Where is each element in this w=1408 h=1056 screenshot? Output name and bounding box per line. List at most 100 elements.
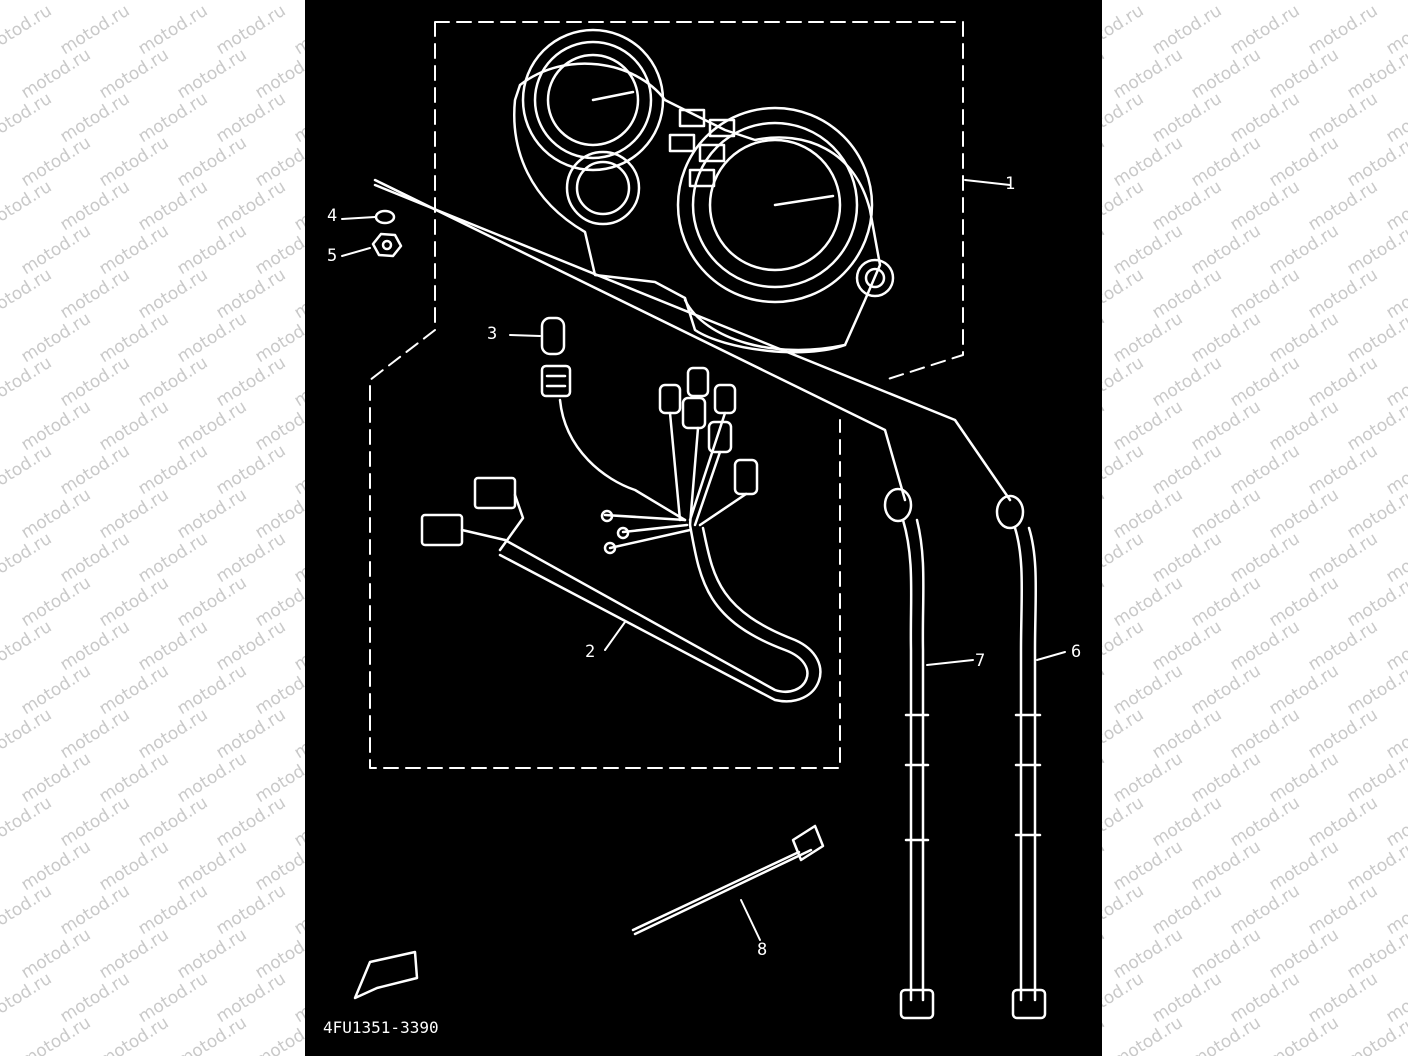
callout-6: 6 (1071, 642, 1082, 662)
figure-code: 4FU1351-3390 (323, 1018, 439, 1037)
watermark-text: motod.ru (0, 0, 56, 60)
watermark-text: motod.ru (1226, 968, 1304, 1028)
watermark-text: motod.ru (56, 440, 134, 500)
watermark-text: motod.ru (1226, 440, 1304, 500)
watermark-text: motod.ru (1343, 660, 1408, 720)
watermark-text: motod.ru (1304, 968, 1382, 1028)
watermark-text: motod.ru (1109, 308, 1187, 368)
watermark-text: motod.ru (134, 792, 212, 852)
watermark-text: motod.ru (95, 220, 173, 280)
watermark-text: motod.ru (17, 924, 95, 984)
watermark-text: motod.ru (1109, 660, 1187, 720)
watermark-text: motod.ru (56, 264, 134, 324)
watermark-text: motod.ru (1304, 440, 1382, 500)
watermark-text: motod.ru (1343, 924, 1408, 984)
watermark-text: motod.ru (1109, 484, 1187, 544)
watermark-text: motod.ru (1304, 0, 1382, 60)
watermark-text: motod.ru (1148, 0, 1226, 60)
parts-diagram (341, 21, 1066, 1020)
watermark-text: motod.ru (1148, 176, 1226, 236)
callout-2: 2 (585, 642, 596, 662)
watermark-text: motod.ru (17, 660, 95, 720)
watermark-text: motod.ru (1226, 0, 1304, 60)
watermark-text: motod.ru (95, 572, 173, 632)
watermark-text: motod.ru (1265, 924, 1343, 984)
watermark-text: motod.ru (212, 616, 290, 676)
watermark-text: motod.ru (95, 132, 173, 192)
watermark-text: motod.ru (56, 880, 134, 940)
watermark-text: motod.ru (1148, 792, 1226, 852)
watermark-text: motod.ru (95, 836, 173, 896)
watermark-text: motod.ru (1148, 88, 1226, 148)
watermark-text: motod.ru (1226, 264, 1304, 324)
watermark-text: motod.ru (212, 0, 290, 60)
watermark-text: motod.ru (212, 176, 290, 236)
watermark-text: motod.ru (1265, 396, 1343, 456)
watermark-text: motod.ru (134, 176, 212, 236)
watermark-text: motod.ru (1226, 880, 1304, 940)
watermark-text: motod.ru (134, 352, 212, 412)
watermark-text: motod.ru (1148, 704, 1226, 764)
watermark-text: motod.ru (56, 352, 134, 412)
watermark-text: motod.ru (173, 132, 251, 192)
watermark-text: motod.ru (1304, 352, 1382, 412)
watermark-text: motod.ru (1109, 1012, 1187, 1056)
watermark-text: motod.ru (173, 308, 251, 368)
watermark-text: motod.ru (1109, 132, 1187, 192)
washer-part (374, 209, 396, 225)
watermark-text: motod.ru (1304, 88, 1382, 148)
watermark-text: motod.ru (1148, 264, 1226, 324)
watermark-text: motod.ru (1304, 616, 1382, 676)
watermark-text: motod.ru (1343, 836, 1408, 896)
watermark-text: motod.ru (173, 44, 251, 104)
watermark-text: motod.ru (1148, 528, 1226, 588)
watermark-text: motod.ru (134, 264, 212, 324)
watermark-text: motod.ru (17, 572, 95, 632)
watermark-text: motod.ru (173, 836, 251, 896)
watermark-text: motod.ru (173, 396, 251, 456)
watermark-text: motod.ru (1187, 572, 1265, 632)
watermark-text: motod.ru (56, 176, 134, 236)
watermark-text: motod.ru (1343, 396, 1408, 456)
watermark-text: motod.ru (17, 484, 95, 544)
watermark-text: motod.ru (173, 220, 251, 280)
watermark-text: motod.ru (134, 616, 212, 676)
watermark-text: motod.ru (1148, 440, 1226, 500)
watermark-text: motod.ru (1148, 616, 1226, 676)
watermark-text: motod.ru (1304, 792, 1382, 852)
callout-4: 4 (327, 206, 338, 226)
watermark-text: motod.ru (1187, 132, 1265, 192)
watermark-text: motod.ru (56, 968, 134, 1028)
nut-part (371, 232, 403, 258)
watermark-text: motod.ru (1343, 484, 1408, 544)
watermark-text: motod.ru (1226, 528, 1304, 588)
watermark-text: motod.ru (134, 440, 212, 500)
callout-3: 3 (487, 324, 498, 344)
watermark-text: motod.ru (134, 88, 212, 148)
watermark-text: motod.ru (1265, 220, 1343, 280)
watermark-text: motod.ru (1265, 572, 1343, 632)
watermark-text: motod.ru (1109, 396, 1187, 456)
watermark-text: motod.ru (1187, 1012, 1265, 1056)
watermark-text: motod.ru (1265, 484, 1343, 544)
watermark-text: motod.ru (56, 88, 134, 148)
assembly-boundary (369, 21, 964, 769)
watermark-text: motod.ru (1343, 44, 1408, 104)
watermark-text: motod.ru (95, 660, 173, 720)
watermark-text: motod.ru (1226, 352, 1304, 412)
watermark-text: motod.ru (17, 396, 95, 456)
watermark-text: motod.ru (95, 484, 173, 544)
watermark-text: motod.ru (1304, 176, 1382, 236)
watermark-text: motod.ru (134, 528, 212, 588)
watermark-text: motod.ru (1109, 44, 1187, 104)
watermark-text: motod.ru (56, 0, 134, 60)
watermark-text: motod.ru (173, 748, 251, 808)
watermark-text: motod.ru (1265, 132, 1343, 192)
watermark-text: motod.ru (134, 704, 212, 764)
watermark-text: motod.ru (212, 440, 290, 500)
watermark-text: motod.ru (212, 880, 290, 940)
watermark-text: motod.ru (1343, 308, 1408, 368)
watermark-text: motod.ru (56, 704, 134, 764)
tachometer-cable-part (373, 183, 1047, 1020)
cable-tie-part (631, 824, 825, 936)
